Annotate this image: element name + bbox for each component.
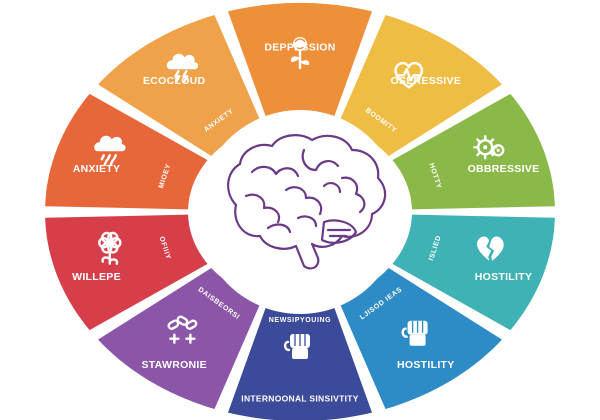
segment-label: HOSTILITY [397,359,455,371]
broken-heart-icon [476,236,504,261]
segment-interpersonal: INTERNOONAL SINSIVTITY NEWSIPYOUING [228,300,372,420]
segment-label: OBBRESSIVE [468,163,540,175]
segment-label: STAWRONIE [141,359,207,371]
brain-icon [227,134,387,270]
segment-label: ANXIETY [73,163,121,175]
fist-icon [401,320,428,346]
segment-wedge [45,214,208,331]
segment-wedge [392,214,555,331]
flower-icon [98,231,122,265]
rose-icon [290,37,310,70]
storm-cloud-icon [94,135,126,166]
virus-icon [473,135,505,160]
heart-pulse-icon [394,61,424,89]
segment-label: HOSTILITY [475,271,533,283]
segment-sublabel: NEWSIPYOUING [269,317,331,324]
center-brain [198,110,402,314]
segment-label: DEPPESSION [264,42,335,54]
segment-wedge [98,15,263,156]
chain-plus-icon [167,315,198,344]
segment-wedge [337,15,502,156]
segment-wedge [228,300,372,420]
segment-label: INTERNOONAL SINSIVTITY [241,394,358,404]
segment-wedge [45,93,208,210]
segment-label: WILLEPE [72,271,121,283]
segment-label: ECOCLOUD [143,75,206,87]
segment-label: OSERESSIVE [390,75,461,87]
raised-fist-icon [283,334,310,359]
wheel-segments: DEPPESSIONOSERESSIVEBOOMITYOBBRESSIVEHOT… [45,2,555,420]
segment-wedge [98,268,263,409]
segment-wedge [392,93,555,210]
cloud-lightning-icon [166,53,199,83]
segment-depression: DEPPESSION [228,2,372,124]
inner-circle [198,110,402,314]
